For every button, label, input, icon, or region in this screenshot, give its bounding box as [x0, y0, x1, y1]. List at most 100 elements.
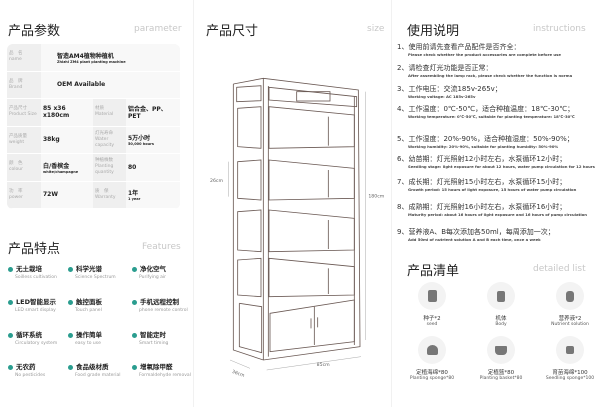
label-en: colour — [9, 167, 23, 173]
item-zh: 定植海绵*80 — [416, 370, 448, 376]
label: 产品质量 — [9, 133, 27, 139]
side-opening — [237, 209, 262, 253]
bullet-dot-icon — [68, 266, 73, 272]
instruction-zh: 4、工作温度：0℃-50℃，适合种植温度：18℃-30℃； — [397, 105, 575, 113]
label-en: name — [9, 57, 22, 63]
bullet-dot-icon — [132, 364, 137, 370]
size-title: 产品尺寸 — [206, 24, 259, 39]
instruction-en: Please check whether the product accesso… — [408, 52, 561, 57]
instruction-zh: 9、营养液A、B每次添加各50ml，每周添加一次； — [397, 228, 555, 236]
item-icon-bg — [556, 336, 584, 364]
list-title: 产品清单 — [407, 264, 460, 279]
value: 80 — [128, 163, 137, 171]
size-title-en: size — [367, 24, 385, 34]
item-en: seed — [426, 322, 438, 327]
bullet-dot-icon — [132, 332, 137, 338]
instructions-title: 使用说明 — [407, 24, 460, 39]
bullet-dot-icon — [132, 266, 137, 272]
side-opening — [237, 106, 262, 149]
label: 功 率 — [9, 188, 23, 194]
label-en: Planting quantity — [95, 164, 114, 176]
instruction-zh: 6、幼苗期：灯光照射12小时左右，水泵循环12小时； — [397, 155, 567, 163]
instruction-item: 5、工作湿度：20%-90%，适合种植湿度：50%-90%；Working hu… — [397, 134, 597, 149]
instruction-en: Growth period: 15 hours of light exposur… — [408, 187, 577, 192]
value: 5万小时 — [128, 135, 151, 143]
brand-value: OEM Available — [57, 81, 106, 89]
shelf-compartment — [268, 209, 355, 253]
item-icon-bg — [487, 282, 515, 310]
bullet-dot-icon — [68, 299, 73, 305]
label: 质 保 — [95, 188, 109, 194]
shelf-compartment — [268, 106, 355, 149]
value: 38kg — [43, 136, 60, 144]
label: 产品尺寸 — [9, 106, 27, 112]
feature-item: 科学光谱 Science Spectrum — [68, 263, 132, 280]
value-en: 50,000 hours — [128, 142, 154, 147]
value-en: 1 year — [128, 197, 141, 202]
item-icon-bg — [418, 282, 446, 310]
item-en: Seedling sponge*100 — [545, 376, 595, 381]
feature-zh: LED智能显示 — [16, 298, 56, 306]
label-en: power — [9, 194, 23, 200]
instructions-title-en: instructions — [533, 24, 586, 34]
instruction-item: 9、营养液A、B每次添加各50ml，每周添加一次；Add 50ml of nut… — [397, 227, 597, 242]
feature-en: phone remote control — [139, 308, 188, 313]
item-en: Planting sponge*80 — [409, 376, 455, 381]
value: 铝合金、PP、PET — [128, 106, 167, 121]
instruction-en: Working voltage: AC 185v-265v — [408, 94, 476, 99]
divider — [391, 0, 392, 407]
feature-zh: 净化空气 — [140, 265, 166, 273]
divider — [193, 0, 194, 407]
parameters-title: 产品参数 — [8, 24, 61, 39]
feature-en: Formaldehyde removal — [139, 373, 191, 378]
label: 种植株数 — [95, 158, 113, 164]
label: 品 牌 — [9, 78, 23, 84]
side-opening — [237, 257, 262, 298]
instruction-item: 4、工作温度：0℃-50℃，适合种植温度：18℃-30℃；Working tem… — [397, 104, 597, 119]
instruction-en: Working humidity: 20%-90%, suitable for … — [408, 144, 559, 149]
label: 品 名 — [9, 51, 23, 57]
item-en: Nutrient solution — [551, 322, 589, 327]
depth-label: 36cm — [231, 369, 246, 379]
feature-en: Science Spectrum — [75, 275, 116, 280]
instruction-en: Add 50ml of nutrient solution A and B ea… — [408, 237, 541, 242]
bullet-dot-icon — [8, 266, 13, 272]
seedling-sponge-icon — [566, 346, 574, 354]
item-zh: 机体 — [495, 316, 507, 322]
shelf-compartment — [268, 257, 355, 298]
instruction-zh: 7、成长期：灯光照射15小时左右，水泵循环15小时； — [397, 178, 567, 186]
side-opening — [237, 159, 262, 201]
value: 72W — [43, 191, 58, 199]
shelf-compartment — [268, 159, 355, 201]
instruction-zh: 8、成熟期：灯光照射16小时左右，水泵循环16小时； — [397, 203, 567, 211]
bullet-dot-icon — [8, 332, 13, 338]
item-en: Body — [495, 322, 507, 327]
label-en: Water capacity — [95, 136, 114, 148]
instruction-item: 1、使用前请先查看产品配件是否齐全：Please check whether t… — [397, 42, 597, 57]
feature-en: easy to use — [75, 341, 101, 346]
feature-zh: 科学光谱 — [76, 265, 102, 273]
feature-en: Food grade material — [75, 373, 121, 378]
instruction-zh: 3、工作电压：交流185v-265v； — [397, 85, 502, 93]
item-icon-bg — [418, 336, 446, 364]
label-en: weight — [9, 139, 25, 145]
instruction-zh: 1、使用前请先查看产品配件是否齐全： — [397, 43, 521, 51]
label: 材质 — [95, 106, 104, 112]
seed-packet-icon — [427, 290, 437, 302]
item-en: Planting basket*80 — [479, 376, 523, 381]
instruction-en: Maturity period: about 16 hours of light… — [408, 212, 587, 217]
label: 颜 色 — [9, 161, 23, 167]
